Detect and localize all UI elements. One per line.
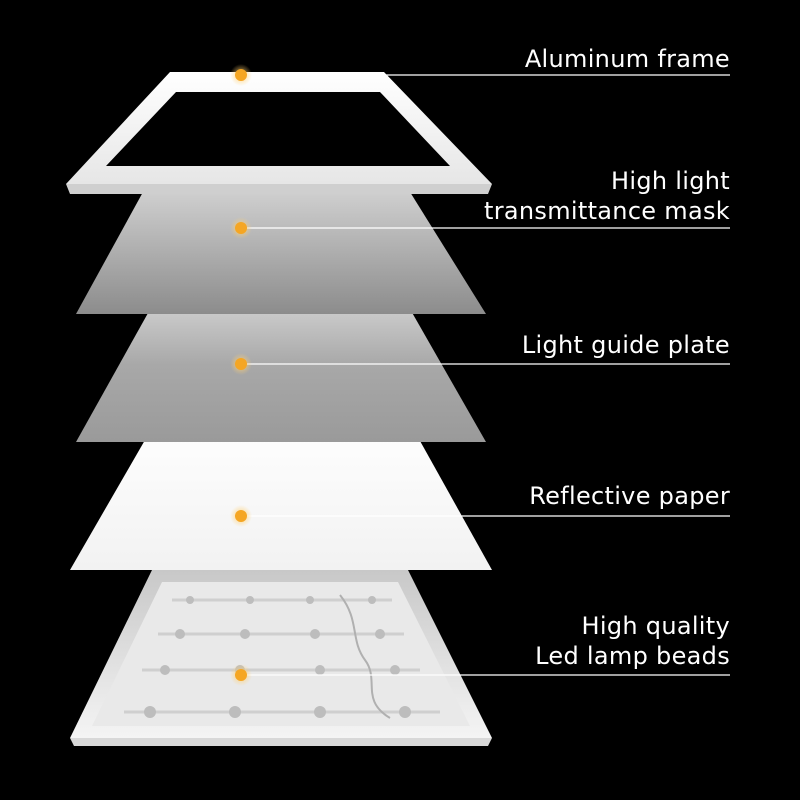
mask-marker-dot <box>235 222 247 234</box>
label-line: Reflective paper <box>529 482 730 510</box>
mask-marker <box>230 217 730 239</box>
guide-marker-dot <box>235 358 247 370</box>
beads-marker <box>230 664 730 686</box>
transmittance-mask-layer <box>76 192 486 314</box>
label-transmittance-mask: High light transmittance mask <box>484 166 730 226</box>
beads-marker-dot <box>235 669 247 681</box>
frame-marker <box>230 64 730 86</box>
label-reflective-paper: Reflective paper <box>529 481 730 511</box>
label-line: Aluminum frame <box>524 45 730 73</box>
label-line: High quality <box>581 612 730 640</box>
label-aluminum-frame: Aluminum frame <box>525 44 730 74</box>
led-strips <box>124 598 440 714</box>
label-line: transmittance mask <box>484 197 730 225</box>
label-line: Light guide plate <box>521 331 730 359</box>
frame-marker-dot <box>235 69 247 81</box>
aluminum-frame-layer <box>66 72 492 194</box>
label-line: Led lamp beads <box>535 642 730 670</box>
label-line: High light <box>611 167 730 195</box>
light-guide-plate-layer <box>76 288 486 442</box>
reflective-paper-layer <box>70 414 492 570</box>
label-light-guide-plate: Light guide plate <box>522 330 730 360</box>
guide-marker <box>230 353 730 375</box>
label-led-lamp-beads: High quality Led lamp beads <box>535 611 730 671</box>
paper-marker <box>230 505 730 527</box>
paper-marker-dot <box>235 510 247 522</box>
led-tray-layer <box>70 570 492 746</box>
